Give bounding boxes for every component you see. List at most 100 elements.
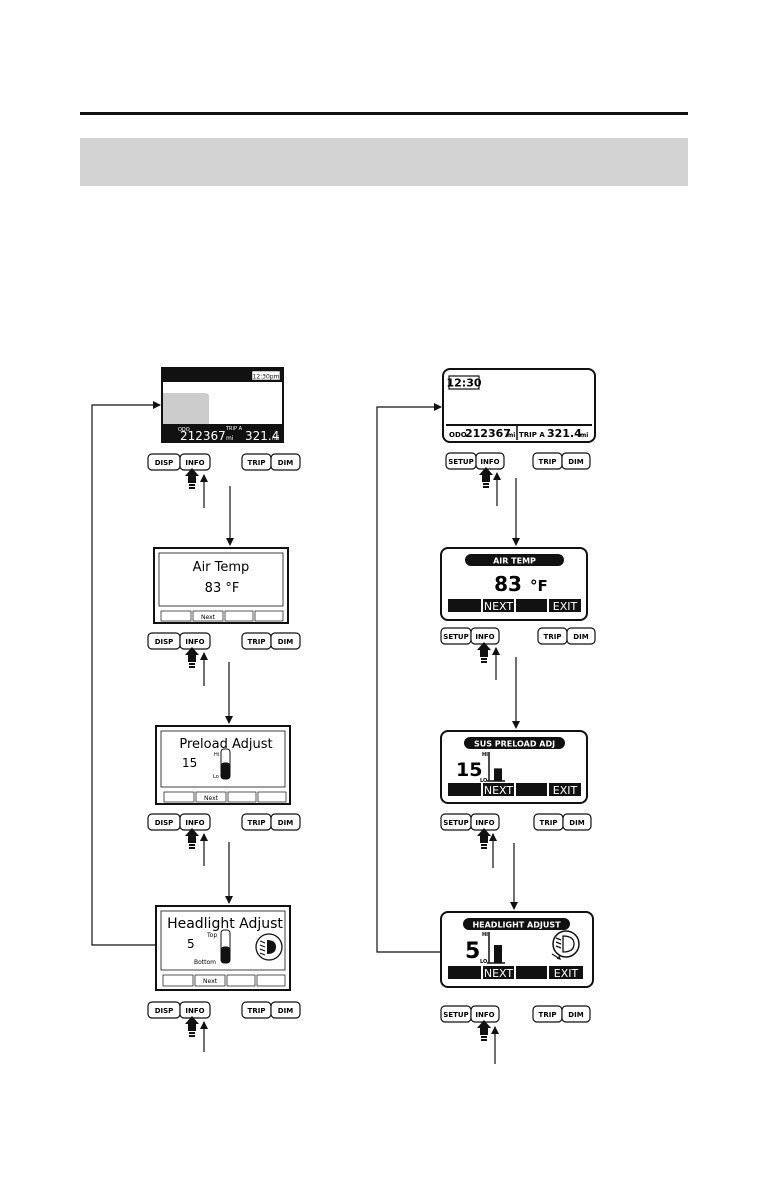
next-soft-key[interactable]: [194, 974, 226, 987]
right-odo-value: 212367: [465, 427, 511, 440]
right-headlight-title: HEADLIGHT ADJUST: [472, 921, 561, 930]
dim-button[interactable]: [270, 453, 301, 471]
press-hand-icon: [477, 828, 491, 849]
right-air-temp-title: AIR TEMP: [493, 557, 536, 566]
left-headlight-value: 5: [187, 937, 195, 951]
info-button[interactable]: [179, 1001, 211, 1019]
left-preload-title: Preload Adjust: [179, 737, 272, 752]
left-headlight-display: Headlight Adjust 5 Top Bottom Next: [155, 905, 291, 991]
left-return-loop-arrow: [91, 401, 161, 946]
right-trip-unit: mi: [580, 432, 588, 439]
right-headlight-level-fill: [494, 945, 502, 963]
press-hand-icon: [479, 467, 493, 488]
info-button[interactable]: [179, 813, 211, 831]
right-clock: 12:30: [446, 377, 481, 390]
info-button-label: INFO: [185, 638, 204, 646]
right-trip-value: 321.4: [547, 427, 582, 440]
info-button-label: INFO: [185, 1007, 204, 1015]
right-air-temp-value: 83: [494, 572, 522, 596]
info-button[interactable]: [179, 453, 211, 471]
right-button-row-2: SETUP INFO TRIP DIM: [440, 627, 596, 680]
disp-button-label: DISP: [155, 1007, 174, 1015]
right-air-temp-unit: °F: [530, 577, 548, 595]
press-hand-icon: [185, 468, 199, 489]
dim-button[interactable]: [561, 452, 591, 470]
right-preload-display: SUS PRELOAD ADJ 15 HI LO NEXT EXIT: [440, 730, 588, 804]
right-preload-lo: LO: [480, 778, 487, 784]
left-headlight-title: Headlight Adjust: [167, 916, 283, 932]
trip-button-label: TRIP: [248, 1007, 266, 1015]
trip-button-label: TRIP: [544, 633, 562, 641]
headlight-icon: [255, 933, 283, 961]
disp-button-label: DISP: [155, 459, 174, 467]
left-button-row-3: DISP INFO TRIP DIM: [147, 813, 301, 866]
dim-button[interactable]: [270, 813, 301, 831]
next-soft-key[interactable]: [483, 783, 514, 796]
trip-button-label: TRIP: [248, 638, 266, 646]
press-hand-icon: [477, 642, 491, 663]
left-button-row-4: DISP INFO TRIP DIM: [147, 1001, 301, 1052]
left-trip-value: 321.4: [245, 429, 279, 443]
next-soft-key-label: Next: [201, 614, 216, 621]
exit-soft-key[interactable]: [549, 966, 583, 979]
left-button-row-1: DISP INFO TRIP DIM: [147, 453, 301, 508]
left-air-temp-display: Air Temp 83 °F Next: [153, 547, 289, 624]
exit-soft-key-label: EXIT: [553, 784, 578, 797]
dim-button-label: DIM: [569, 819, 584, 827]
right-return-loop-arrow: [376, 403, 442, 953]
dim-button[interactable]: [562, 813, 592, 831]
right-main-display: 12:30 ODO 212367 mi TRIP A 321.4 mi: [442, 368, 596, 443]
dim-button[interactable]: [561, 1005, 591, 1023]
left-trip-unit: mi: [272, 435, 280, 442]
info-button[interactable]: [475, 452, 505, 470]
right-headlight-value: 5: [465, 939, 480, 964]
left-preload-lo: Lo: [213, 774, 219, 780]
headlight-icon: [551, 930, 580, 960]
next-soft-key[interactable]: [195, 791, 227, 803]
trip-button-label: TRIP: [248, 819, 266, 827]
next-soft-key-label: Next: [204, 795, 219, 802]
info-button[interactable]: [179, 632, 211, 650]
exit-soft-key[interactable]: [549, 599, 581, 612]
dim-button[interactable]: [566, 627, 596, 645]
exit-soft-key[interactable]: [549, 783, 581, 796]
info-button-label: INFO: [475, 819, 494, 827]
left-headlight-level-fill: [221, 946, 230, 963]
left-main-display: 12:30pm ODO TRIP A 212367 mi 321.4 mi: [161, 367, 284, 443]
next-soft-key[interactable]: [192, 610, 224, 622]
left-odo-value: 212367: [180, 429, 226, 443]
left-clock: 12:30pm: [253, 374, 280, 381]
press-hand-icon: [185, 828, 199, 849]
next-soft-key[interactable]: [483, 966, 514, 979]
right-button-row-4: SETUP INFO TRIP DIM: [440, 1005, 591, 1064]
exit-soft-key-label: EXIT: [554, 967, 579, 980]
left-air-temp-title: Air Temp: [193, 560, 250, 575]
next-soft-key-label: NEXT: [484, 784, 514, 797]
left-preload-display: Preload Adjust 15 Hi Lo Next: [155, 725, 291, 805]
right-preload-level-fill: [494, 768, 502, 781]
right-preload-value: 15: [456, 759, 482, 781]
dim-button-label: DIM: [278, 819, 293, 827]
right-air-temp-display: AIR TEMP 83 °F NEXT EXIT: [440, 547, 588, 621]
right-headlight-lo: LO: [480, 959, 487, 965]
left-headlight-bottom: Bottom: [194, 959, 216, 966]
next-soft-key[interactable]: [483, 599, 514, 612]
section-header-band: [80, 138, 688, 186]
right-button-row-1: SETUP INFO TRIP DIM: [445, 452, 591, 506]
right-headlight-display: HEADLIGHT ADJUST 5 HI LO NEXT EXIT: [440, 911, 594, 988]
exit-soft-key-label: EXIT: [553, 600, 578, 613]
dim-button-label: DIM: [278, 459, 293, 467]
press-hand-icon: [185, 1016, 199, 1037]
dim-button[interactable]: [270, 1001, 301, 1019]
press-hand-icon: [477, 1020, 491, 1041]
header-rule: [80, 112, 688, 115]
left-odo-label: ODO: [178, 427, 190, 433]
info-button-label: INFO: [475, 633, 494, 641]
dim-button[interactable]: [270, 632, 301, 650]
left-trip-label: TRIP A: [225, 426, 243, 432]
right-headlight-hi: HI: [482, 932, 488, 938]
dim-button-label: DIM: [568, 1011, 583, 1019]
info-button-label: INFO: [475, 1011, 494, 1019]
next-soft-key-label: NEXT: [484, 600, 514, 613]
right-preload-hi: HI: [482, 752, 488, 758]
